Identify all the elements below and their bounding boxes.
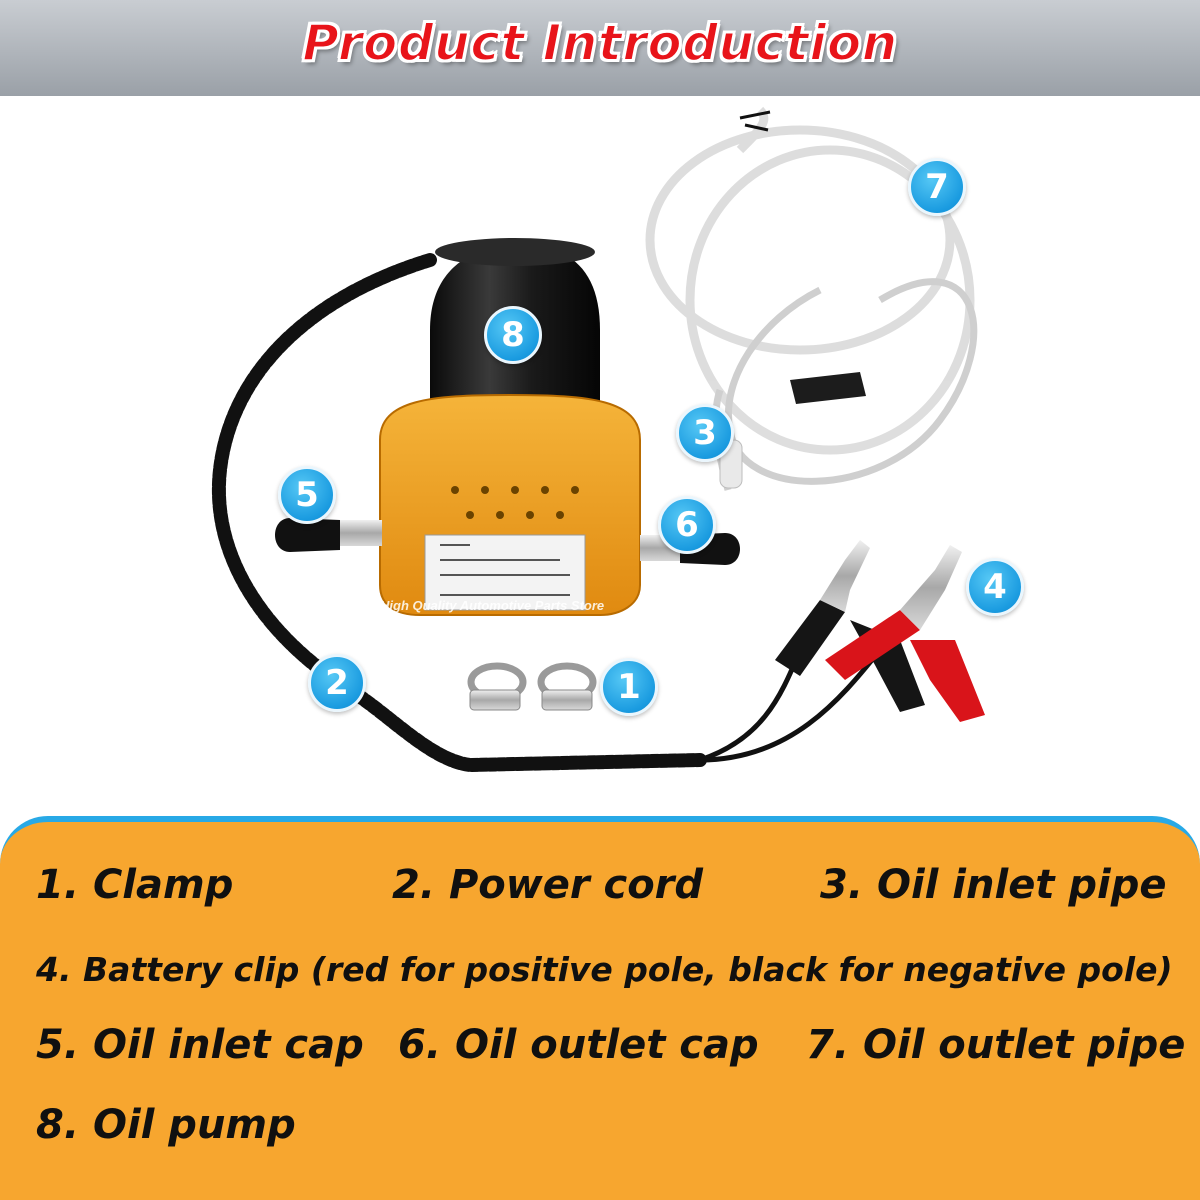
part-3-label: 3. Oil inlet pipe	[820, 862, 1167, 908]
oil-pump-kit-illustration	[211, 106, 985, 773]
badge-5: 5	[278, 466, 336, 524]
header-bar: Product Introduction	[0, 0, 1200, 96]
badge-7: 7	[908, 158, 966, 216]
part-6-label: 6. Oil outlet cap	[398, 1022, 759, 1068]
badge-8: 8	[484, 306, 542, 364]
watermark-text: High Quality Automotive Parts Store	[380, 598, 605, 613]
part-4-label: 4. Battery clip (red for positive pole, …	[36, 950, 1173, 989]
part-7-label: 7. Oil outlet pipe	[806, 1022, 1186, 1068]
battery-clip-red	[825, 545, 985, 722]
part-1-label: 1. Clamp	[36, 862, 234, 908]
parts-list-panel: 1. Clamp 2. Power cord 3. Oil inlet pipe…	[0, 816, 1200, 1200]
part-5-label: 5. Oil inlet cap	[36, 1022, 364, 1068]
oil-inlet-cap	[275, 518, 382, 552]
oil-pump-cap	[379, 393, 641, 616]
badge-1: 1	[600, 658, 658, 716]
badge-4: 4	[966, 558, 1024, 616]
badge-6: 6	[658, 496, 716, 554]
badge-3: 3	[676, 404, 734, 462]
badge-2: 2	[308, 654, 366, 712]
part-2-label: 2. Power cord	[392, 862, 704, 908]
page-title: Product Introduction	[301, 13, 898, 73]
power-cord	[211, 253, 707, 773]
part-8-label: 8. Oil pump	[36, 1102, 296, 1148]
product-image: High Quality Automotive Parts Store 1 2 …	[0, 96, 1200, 816]
